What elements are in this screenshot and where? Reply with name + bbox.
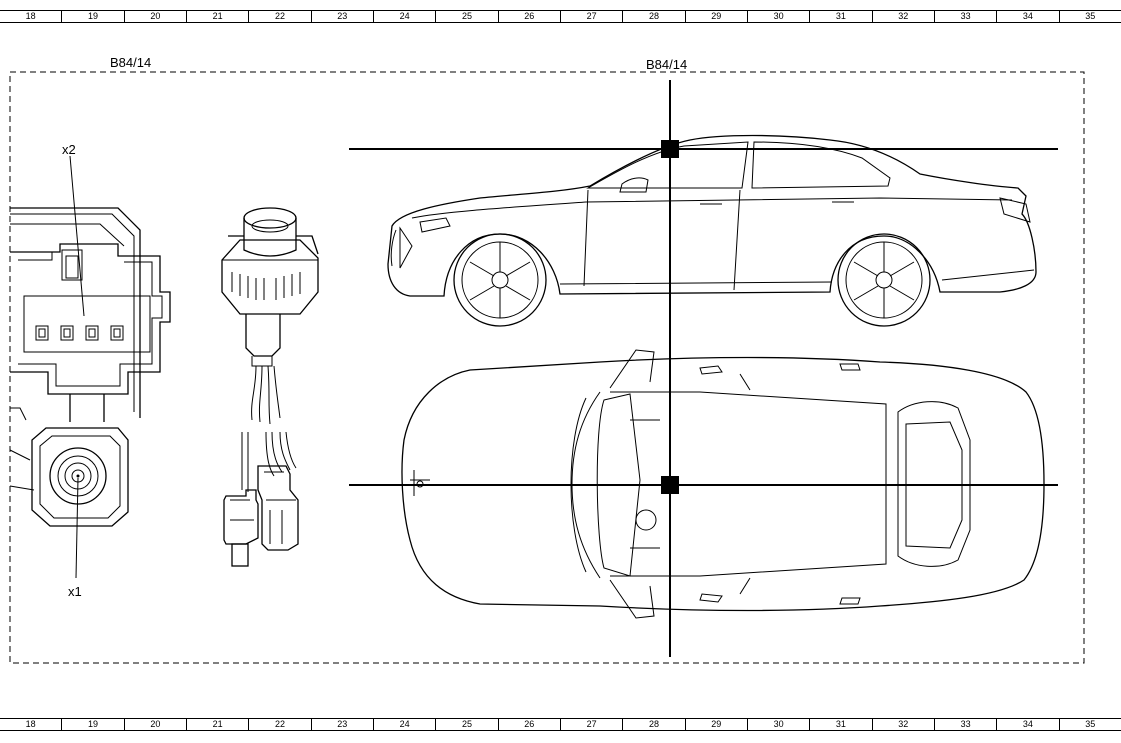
- ruler-cell: 24: [372, 719, 435, 730]
- ruler-cell: 34: [996, 11, 1058, 22]
- ruler-cell: 20: [123, 11, 186, 22]
- ruler-cell: 24: [372, 11, 435, 22]
- car-top-view: [401, 349, 1045, 619]
- x1-leader-line: [75, 477, 79, 579]
- ruler-cell: 19: [61, 11, 123, 22]
- ruler-cell: 20: [123, 719, 186, 730]
- x2-leader-line: [69, 155, 85, 317]
- ruler-cell: 18: [25, 719, 36, 729]
- ruler-cell: 30: [746, 11, 809, 22]
- ruler-cell: 35: [1058, 11, 1121, 22]
- ruler-cell: 33: [933, 719, 996, 730]
- car-side-view: [387, 134, 1037, 327]
- ruler-cell: 19: [61, 719, 123, 730]
- ruler-cell: 29: [684, 719, 747, 730]
- camera-connector-housing: [9, 207, 171, 527]
- component-label-b84-14-right: B84/14: [646, 57, 688, 72]
- ruler-cell: 28: [622, 719, 684, 730]
- ruler-cell: 26: [497, 719, 560, 730]
- ruler-cell: 25: [435, 719, 497, 730]
- ruler-cell: 21: [185, 11, 248, 22]
- ruler-cell: 23: [310, 719, 373, 730]
- ruler-cell: 26: [497, 11, 560, 22]
- ruler-cell: 27: [559, 11, 622, 22]
- ruler-cell: 29: [684, 11, 747, 22]
- component-boundary: [9, 71, 1085, 664]
- ruler-cell: 27: [559, 719, 622, 730]
- ruler-cell: 32: [871, 719, 934, 730]
- ruler-cell: 25: [435, 11, 497, 22]
- connector-label-x2: x2: [62, 142, 76, 157]
- ruler-cell: 32: [871, 11, 934, 22]
- ruler-cell: 31: [809, 719, 871, 730]
- ruler-cell: 31: [809, 11, 871, 22]
- rear-view-camera-module: [221, 207, 319, 567]
- ruler-cell: 28: [622, 11, 684, 22]
- ruler-cell: 18: [25, 11, 36, 21]
- location-crosshairs: [349, 80, 1058, 657]
- ruler-cell: 22: [248, 11, 310, 22]
- location-marker-top: [661, 476, 679, 494]
- ruler-cell: 21: [185, 719, 248, 730]
- ruler-cell: 35: [1058, 719, 1121, 730]
- ruler-cell: 22: [248, 719, 310, 730]
- ruler-cell: 33: [933, 11, 996, 22]
- grid-ruler-top: 18 19 20 21 22 23 24 25 26 27 28 29 30 3…: [0, 10, 1121, 23]
- ruler-cell: 23: [310, 11, 373, 22]
- location-marker-side: [661, 140, 679, 158]
- component-label-b84-14-left: B84/14: [110, 55, 152, 70]
- connector-label-x1: x1: [68, 584, 82, 599]
- ruler-cell: 34: [996, 719, 1058, 730]
- ruler-cell: 30: [746, 719, 809, 730]
- grid-ruler-bottom: 18 19 20 21 22 23 24 25 26 27 28 29 30 3…: [0, 718, 1121, 731]
